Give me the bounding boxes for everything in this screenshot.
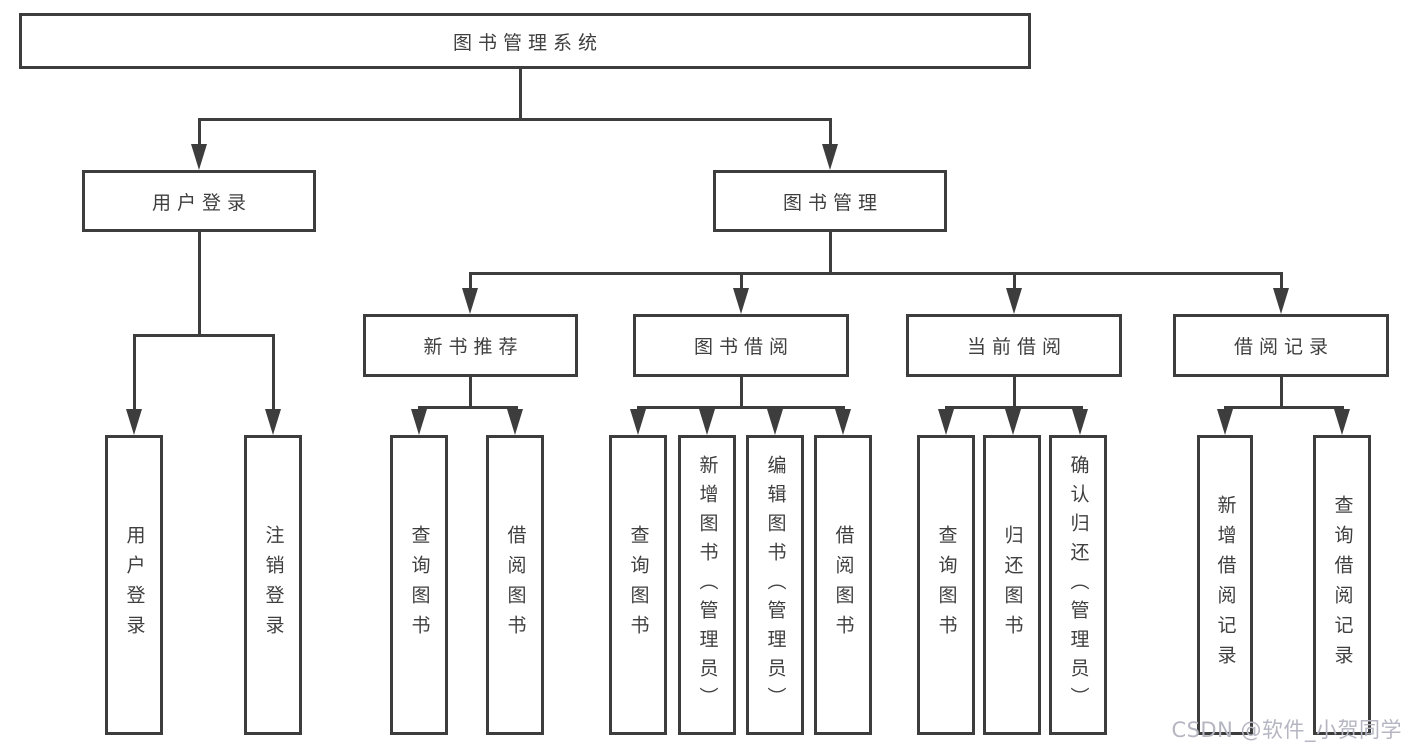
node-leaf-add-record: 新增借阅记录 xyxy=(1197,435,1253,735)
arrowhead-down-icon xyxy=(126,409,142,435)
arrowhead-down-icon xyxy=(462,288,478,314)
node-leaf-query-record: 查询借阅记录 xyxy=(1313,435,1371,735)
node-label: 查询图书 xyxy=(408,525,431,645)
csdn-watermark: CSDN @软件_小贺同学 xyxy=(1171,718,1402,742)
arrowhead-down-icon xyxy=(733,288,749,314)
node-root: 图书管理系统 xyxy=(19,13,1031,69)
edge-stub-current-borrow xyxy=(1013,274,1016,290)
arrowhead-down-icon xyxy=(1217,409,1233,435)
node-leaf-return-book: 归还图书 xyxy=(983,435,1041,735)
node-leaf-query-book-3: 查询图书 xyxy=(917,435,975,735)
node-label: 归还图书 xyxy=(1001,525,1024,645)
node-label: 查询借阅记录 xyxy=(1331,495,1354,675)
edge-new-book-rec-stem xyxy=(469,377,472,408)
node-label: 借阅图书 xyxy=(504,525,527,645)
node-borrow-record: 借阅记录 xyxy=(1173,314,1389,377)
edge-branch-borrow-record xyxy=(1224,406,1344,409)
arrowhead-down-icon xyxy=(1006,288,1022,314)
arrowhead-down-icon xyxy=(507,409,523,435)
arrowhead-down-icon xyxy=(1005,409,1021,435)
arrowhead-down-icon xyxy=(411,409,427,435)
arrowhead-down-icon xyxy=(191,144,207,170)
edge-book-mgmt-stem xyxy=(829,232,832,274)
edge-stub-book-borrow xyxy=(740,274,743,290)
edge-branch-level3 xyxy=(469,272,1283,275)
node-current-borrow: 当前借阅 xyxy=(906,314,1122,377)
node-label: 用户登录 xyxy=(123,525,146,645)
node-leaf-add-book: 新增图书（管理员） xyxy=(678,435,736,735)
arrowhead-down-icon xyxy=(1072,409,1088,435)
edge-stub-leaf-user-login xyxy=(133,335,136,411)
arrowhead-down-icon xyxy=(822,144,838,170)
node-label: 确认归还（管理员） xyxy=(1067,454,1090,716)
arrowhead-down-icon xyxy=(265,409,281,435)
arrowhead-down-icon xyxy=(699,409,715,435)
edge-branch-new-book-rec xyxy=(418,406,518,409)
arrowhead-down-icon xyxy=(630,409,646,435)
arrowhead-down-icon xyxy=(767,409,783,435)
edge-user-login-stem xyxy=(198,232,201,336)
edge-stub-book-mgmt xyxy=(829,120,832,146)
node-book-mgmt: 图书管理 xyxy=(713,170,947,232)
node-leaf-query-book-1: 查询图书 xyxy=(390,435,448,735)
edge-root-stem xyxy=(519,69,522,120)
arrowhead-down-icon xyxy=(1334,409,1350,435)
node-leaf-logout: 注销登录 xyxy=(244,435,302,735)
node-leaf-query-book-2: 查询图书 xyxy=(609,435,667,735)
node-leaf-user-login: 用户登录 xyxy=(105,435,163,735)
node-label: 编辑图书（管理员） xyxy=(764,454,787,716)
edge-current-borrow-stem xyxy=(1013,377,1016,408)
arrowhead-down-icon xyxy=(835,409,851,435)
node-label: 新增借阅记录 xyxy=(1214,495,1237,675)
edge-stub-new-book-rec xyxy=(469,274,472,290)
edge-branch-book-borrow xyxy=(637,406,845,409)
node-book-borrow: 图书借阅 xyxy=(633,314,849,377)
edge-branch-level2 xyxy=(198,118,832,121)
node-label: 借阅图书 xyxy=(832,525,855,645)
node-new-book-rec: 新书推荐 xyxy=(363,314,578,377)
edge-branch-user-login xyxy=(133,334,275,337)
arrowhead-down-icon xyxy=(938,409,954,435)
edge-book-borrow-stem xyxy=(740,377,743,408)
edge-stub-leaf-logout xyxy=(272,335,275,411)
arrowhead-down-icon xyxy=(1273,288,1289,314)
node-label: 查询图书 xyxy=(935,525,958,645)
node-label: 注销登录 xyxy=(262,525,285,645)
edge-stub-user-login xyxy=(198,120,201,146)
node-leaf-edit-book: 编辑图书（管理员） xyxy=(746,435,804,735)
node-label: 新增图书（管理员） xyxy=(696,454,719,716)
node-user-login: 用户登录 xyxy=(82,170,316,232)
node-label: 查询图书 xyxy=(627,525,650,645)
edge-borrow-record-stem xyxy=(1280,377,1283,408)
node-leaf-borrow-book-1: 借阅图书 xyxy=(486,435,544,735)
edge-stub-borrow-record xyxy=(1280,274,1283,290)
node-leaf-confirm-return: 确认归还（管理员） xyxy=(1049,435,1107,735)
node-leaf-borrow-book-2: 借阅图书 xyxy=(814,435,872,735)
